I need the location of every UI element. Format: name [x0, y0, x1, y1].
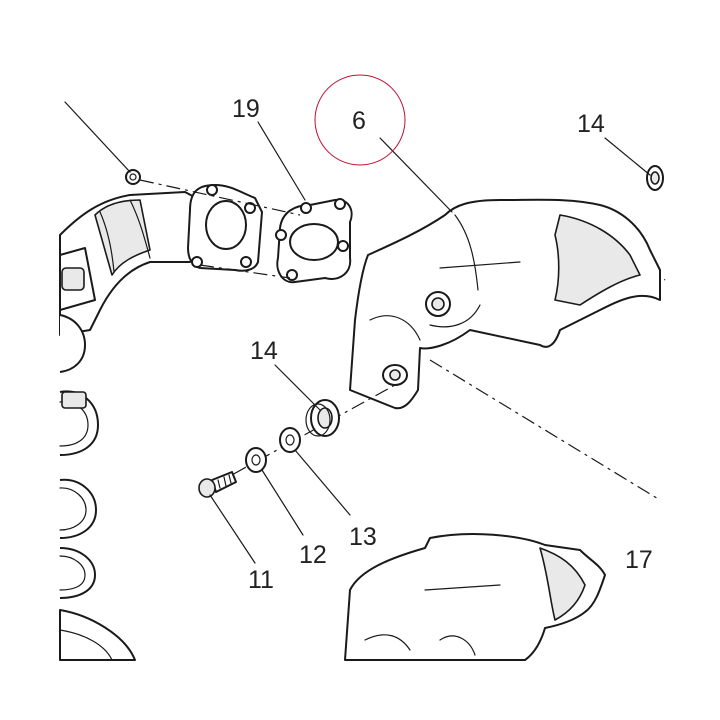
- leader-11: [209, 494, 256, 564]
- leader-13: [294, 449, 351, 516]
- gasket-part-19: [275, 198, 353, 284]
- washer-part-12: [245, 447, 267, 473]
- callout-6: 6: [352, 107, 366, 135]
- washer-part-13: [279, 427, 301, 453]
- callout-14-mid: 14: [250, 337, 278, 365]
- leader-14-mid: [274, 364, 321, 411]
- leader-19: [257, 121, 306, 201]
- nut-part: [125, 169, 141, 185]
- callout-13: 13: [349, 523, 377, 551]
- bolt-part-11: [198, 471, 237, 498]
- heat-shield-part-17: [344, 533, 606, 661]
- heat-shield-part-6: [349, 198, 661, 410]
- grommet-part-14-mid: [305, 399, 340, 437]
- leader-6: [379, 137, 453, 213]
- highlight-circle: [314, 74, 406, 166]
- callout-17: 17: [625, 546, 653, 574]
- callout-14-top: 14: [577, 110, 605, 138]
- callout-12: 12: [299, 541, 327, 569]
- clamp-ring-parts: [59, 390, 136, 661]
- exhaust-header-part: [59, 191, 206, 373]
- leader-14-top: [604, 137, 651, 176]
- header-flange: [187, 184, 263, 272]
- leader-nut: [64, 101, 131, 173]
- leader-12: [261, 469, 304, 536]
- callout-19: 19: [232, 95, 260, 123]
- callout-11: 11: [248, 566, 274, 594]
- grommet-part-14-top: [646, 165, 664, 191]
